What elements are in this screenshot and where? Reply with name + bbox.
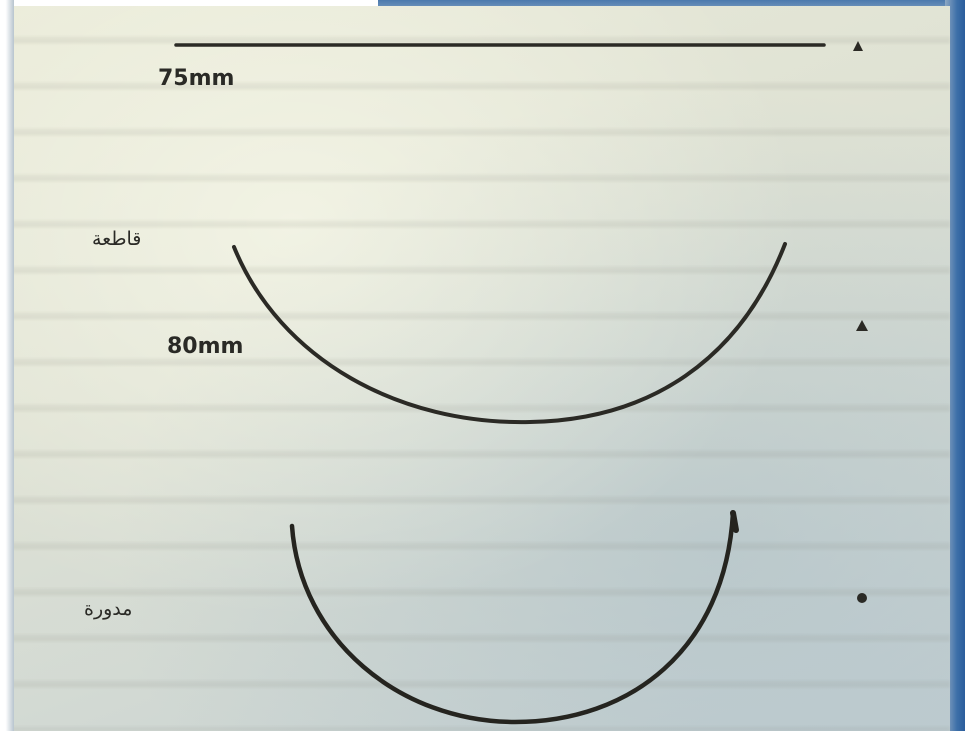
curved-round-needle — [289, 510, 736, 725]
white-margin — [0, 0, 378, 8]
blue-edge-right — [945, 0, 965, 731]
triangle-icon — [853, 41, 863, 51]
round-needle-type-label: مدورة — [84, 598, 133, 620]
needle-eye-end — [730, 510, 739, 533]
dot-icon — [857, 593, 867, 603]
cutting-needle-length-label: 80mm — [167, 334, 244, 359]
triangle-icon — [856, 320, 868, 331]
paper-page — [10, 6, 950, 731]
show-through-text — [10, 6, 950, 731]
cutting-needle-type-label: قاطعة — [92, 228, 142, 250]
white-edge-left — [0, 0, 14, 731]
straight-needle-length-label: 75mm — [158, 66, 235, 91]
curved-cutting-needle — [232, 242, 787, 425]
